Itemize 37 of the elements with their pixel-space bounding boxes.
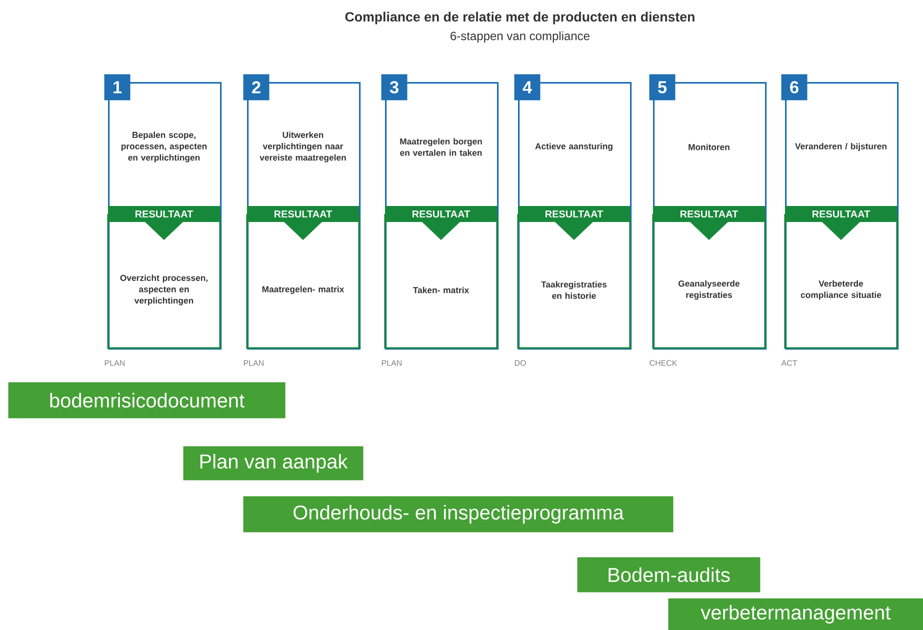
phase-label: DO bbox=[514, 360, 526, 366]
result-text: Geanalyseerde registraties bbox=[678, 280, 740, 300]
phase-bar: bodemrisicodocument bbox=[8, 382, 286, 418]
number-badge: 6 bbox=[781, 74, 808, 100]
result-band: RESULTAAT bbox=[653, 206, 765, 240]
result-band: RESULTAAT bbox=[108, 206, 220, 240]
title: Compliance en de relatie met de producten en diensten bbox=[345, 12, 694, 24]
result-band: RESULTAAT bbox=[385, 206, 497, 240]
phase-bar: Bodem-audits bbox=[577, 557, 760, 592]
subtitle: 6-stappen van compliance bbox=[450, 31, 590, 43]
phase-bar: verbetermanagement bbox=[668, 598, 923, 630]
number-badge: 1 bbox=[104, 74, 130, 100]
number-badge: 3 bbox=[381, 74, 408, 100]
phase-bar: Onderhouds- en inspectieprogramma bbox=[243, 496, 674, 532]
result-band: RESULTAAT bbox=[247, 206, 359, 240]
phase-label: ACT bbox=[781, 360, 798, 366]
step-text: Veranderen / bijsturen bbox=[795, 142, 886, 152]
phase-label: PLAN bbox=[382, 360, 402, 366]
result-band: RESULTAAT bbox=[785, 206, 897, 240]
step-text: Bepalen scope, processen, aspecten en verplichtingen bbox=[121, 132, 207, 162]
step-text: Uitwerken verplichtingen naar vereiste maatregelen bbox=[260, 132, 346, 162]
result-text: Verbeterde compliance situatie bbox=[800, 280, 882, 300]
number-badge: 4 bbox=[514, 74, 540, 100]
number-badge: 5 bbox=[649, 74, 676, 100]
number-badge: 2 bbox=[243, 74, 270, 100]
phase-label: CHECK bbox=[650, 360, 678, 366]
phase-bar: Plan van aanpak bbox=[183, 446, 364, 480]
result-text: Maatregelen- matrix bbox=[262, 286, 344, 294]
phase-label: PLAN bbox=[104, 360, 125, 366]
result-band: RESULTAAT bbox=[518, 206, 630, 240]
result-text: Overzicht processen, aspecten en verplichtingen bbox=[120, 274, 208, 306]
phase-label: PLAN bbox=[244, 360, 264, 366]
step-text: Maatregelen borgen en vertalen in taken bbox=[400, 138, 482, 156]
result-text: Taakregistraties en historie bbox=[541, 281, 607, 299]
step-text: Monitoren bbox=[688, 144, 730, 150]
step-text: Actieve aansturing bbox=[535, 142, 612, 152]
result-text: Taken- matrix bbox=[413, 286, 470, 294]
